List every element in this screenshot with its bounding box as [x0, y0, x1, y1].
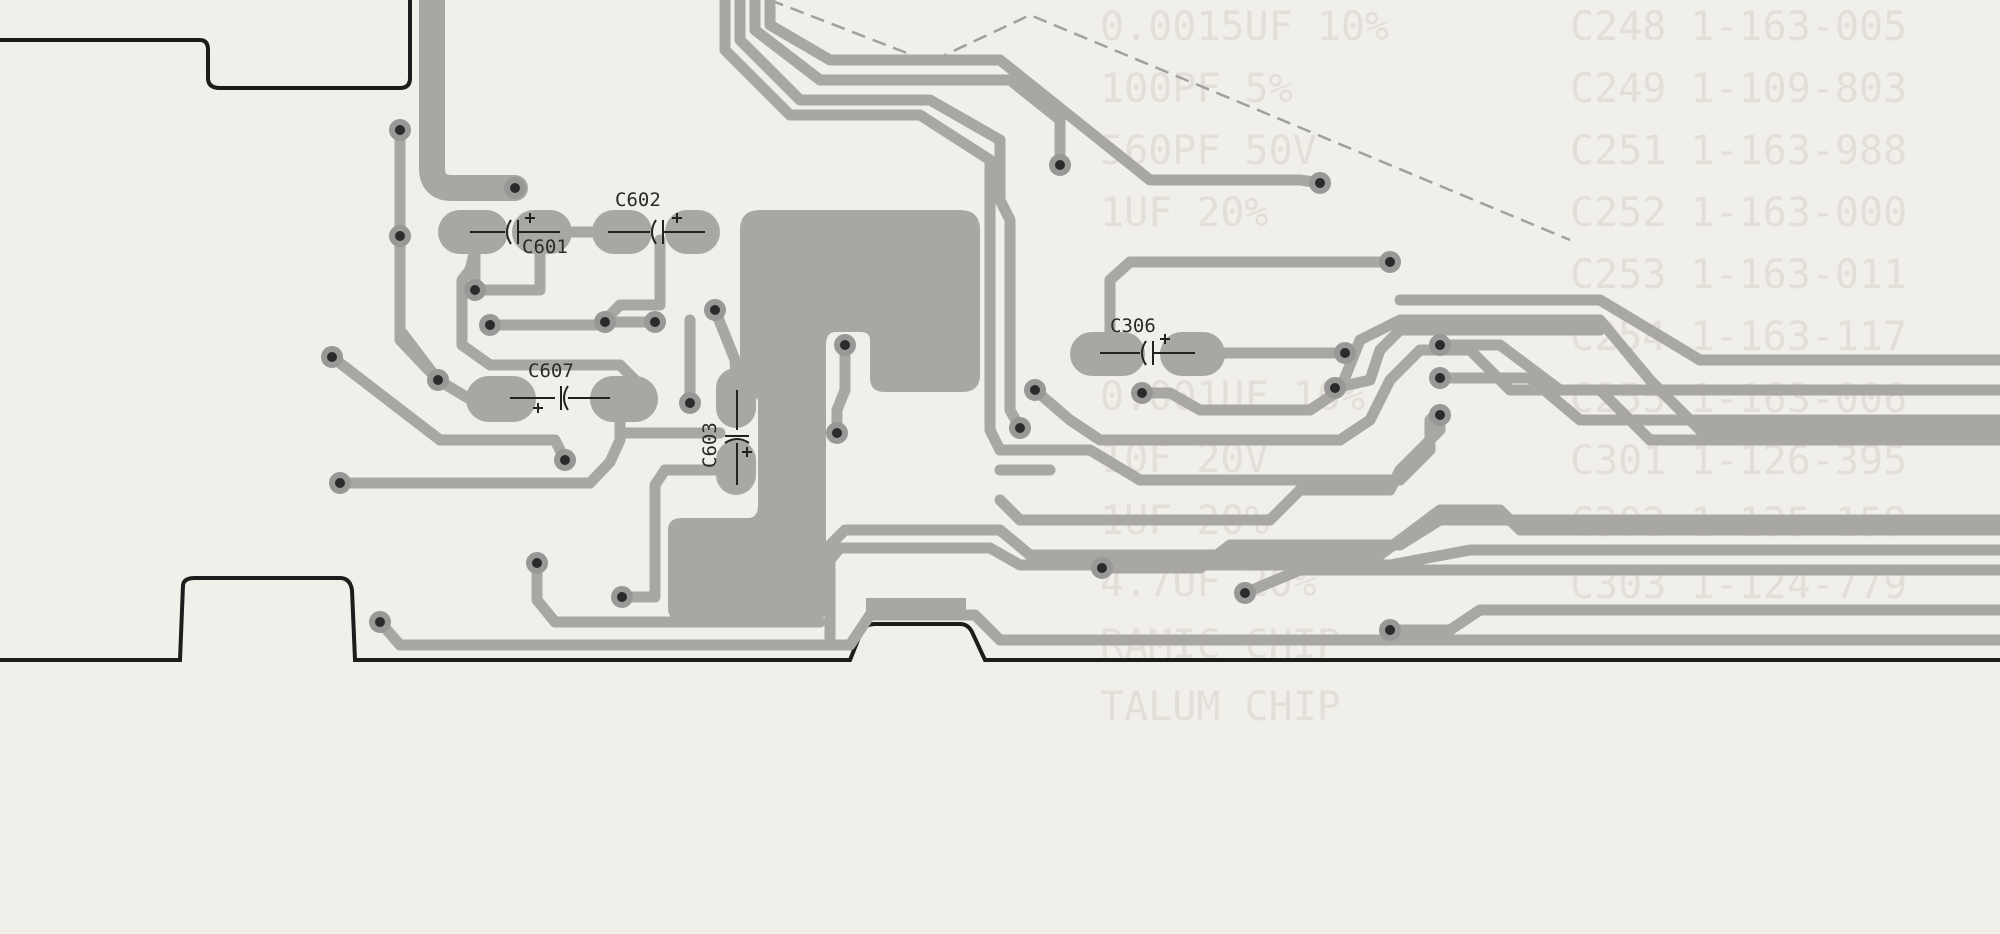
copper-trace	[326, 351, 571, 466]
power-trace	[419, 0, 528, 201]
copper-trace	[616, 464, 726, 603]
via-hole	[704, 299, 726, 321]
via-hole	[644, 311, 666, 333]
vias	[321, 119, 1451, 641]
via-hole	[389, 119, 411, 141]
board-outline-top	[0, 0, 412, 90]
via-hole	[1429, 367, 1451, 389]
via-hole	[1324, 377, 1346, 399]
via-hole	[479, 314, 501, 336]
via-hole	[329, 472, 351, 494]
copper-trace	[764, 0, 1326, 189]
capacitor-symbol-icon	[470, 213, 560, 245]
capacitor-symbol-icon	[510, 385, 610, 413]
copper-trace	[1096, 514, 2000, 574]
via-hole	[1379, 619, 1401, 641]
via-hole	[389, 225, 411, 247]
copper-trace	[994, 409, 1446, 526]
copper-trace	[374, 609, 2000, 651]
via-hole	[321, 346, 343, 368]
copper-trace	[824, 542, 2000, 646]
component-label-c607: C607	[528, 360, 574, 382]
capacitor-pad	[466, 376, 536, 422]
copper-trace	[472, 242, 546, 296]
capacitor-c602: C602	[608, 189, 705, 245]
capacitor-symbol-icon	[1100, 334, 1195, 366]
bleed-through-text: 0.0015UF 10%	[1100, 4, 1389, 50]
via-hole	[1429, 334, 1451, 356]
dashed-boundary-line	[769, 0, 1571, 242]
via-hole	[464, 279, 486, 301]
copper-trace	[1434, 372, 2000, 426]
via-hole	[427, 369, 449, 391]
via-hole	[1379, 251, 1401, 273]
copper-trace	[394, 230, 474, 404]
bleed-through-text: 100PF 5%	[1100, 66, 1293, 112]
via-hole	[1009, 417, 1031, 439]
component-label-c601: C601	[522, 236, 568, 258]
via-hole	[1049, 154, 1071, 176]
via-hole	[594, 311, 616, 333]
copper-trace	[1394, 294, 2000, 366]
via-hole	[1091, 557, 1113, 579]
capacitor-pad	[590, 376, 658, 422]
bleed-through-text: 1UF 20%	[1100, 190, 1269, 236]
via-hole	[679, 392, 701, 414]
via-hole	[554, 449, 576, 471]
via-hole	[1024, 379, 1046, 401]
capacitor-symbol-icon	[724, 390, 752, 485]
board-outline-bottom	[0, 576, 2000, 662]
via-hole	[1309, 172, 1331, 194]
copper-pour	[668, 210, 980, 620]
capacitor-c607: C607	[510, 360, 610, 413]
via-hole	[369, 611, 391, 633]
copper-trace	[1029, 344, 2000, 446]
via-hole	[826, 422, 848, 444]
via-hole	[834, 334, 856, 356]
via-hole	[1334, 342, 1356, 364]
copper-trace	[334, 404, 626, 489]
copper-trace	[1239, 564, 2000, 599]
copper-trace	[831, 339, 851, 439]
copper-trace	[1104, 256, 1396, 359]
via-hole	[504, 177, 526, 199]
via-hole	[611, 586, 633, 608]
capacitor-c306: C306	[1100, 315, 1195, 366]
copper-trace	[719, 0, 1446, 486]
via-hole	[1429, 404, 1451, 426]
bleed-through-text: TALUM CHIP	[1100, 684, 1341, 730]
copper-trace	[1136, 314, 2000, 436]
capacitor-c603: C603	[699, 390, 752, 485]
bleed-through-text: C253 1-163-011	[1570, 252, 1907, 298]
copper-trace	[531, 557, 826, 628]
component-label-c306: C306	[1110, 315, 1156, 337]
capacitor-symbol-icon	[608, 213, 705, 245]
bleed-through-text: C301 1-126-395	[1570, 438, 1907, 484]
via-hole	[1234, 582, 1256, 604]
copper-trace	[749, 0, 1066, 171]
copper-trace	[484, 234, 666, 331]
component-label-c603: C603	[699, 422, 721, 468]
bleed-through-text: C251 1-163-988	[1570, 128, 1907, 174]
via-hole	[526, 552, 548, 574]
copper-trace	[1434, 339, 2000, 396]
component-label-c602: C602	[615, 189, 661, 211]
bleed-through-text: C249 1-109-803	[1570, 66, 1907, 112]
capacitor-c601: C601	[470, 213, 568, 258]
copper-trace	[734, 0, 1026, 434]
bleed-through-text: C248 1-163-005	[1570, 4, 1907, 50]
copper-traces	[326, 0, 2000, 651]
via-hole	[1131, 382, 1153, 404]
bleed-through-text: C252 1-163-000	[1570, 190, 1907, 236]
copper-trace	[1384, 604, 2000, 636]
copper-trace	[1329, 324, 1606, 394]
